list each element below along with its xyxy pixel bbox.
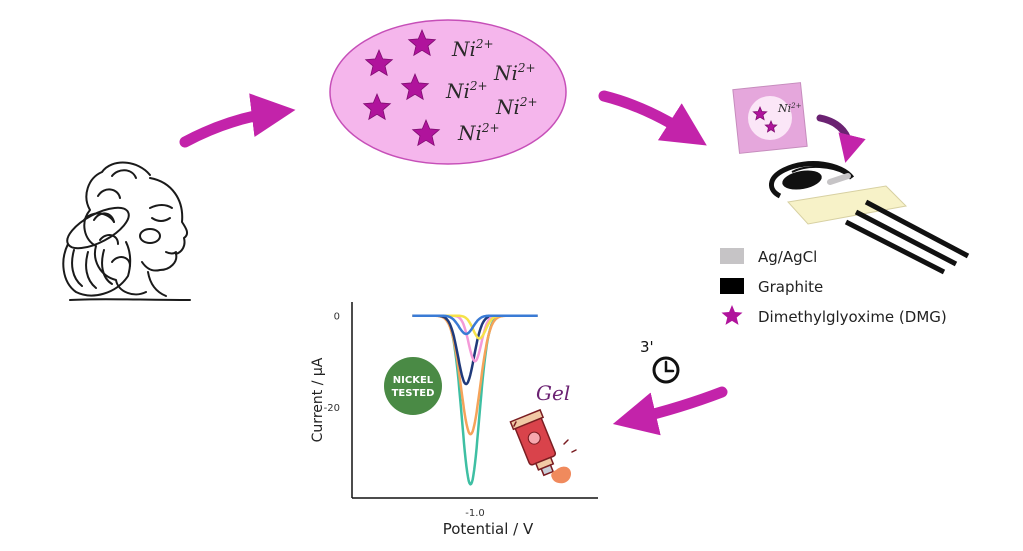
clock-icon bbox=[652, 356, 680, 384]
arrow-to-measurement bbox=[612, 386, 728, 436]
arrow-to-sample bbox=[179, 93, 296, 148]
dmg-star-icon bbox=[407, 28, 437, 57]
paper-dmg-star-icon bbox=[752, 105, 768, 121]
legend-star-icon bbox=[721, 305, 743, 325]
x-axis-title: Potential / V bbox=[443, 520, 534, 538]
woman-cream-illustration bbox=[62, 161, 191, 301]
gel-tube bbox=[509, 408, 557, 477]
dmg-star-icon bbox=[400, 72, 430, 101]
paper-dmg-star-icon bbox=[764, 119, 778, 133]
closed-eye bbox=[151, 217, 171, 222]
screen-printed-electrode bbox=[769, 161, 970, 275]
sample-ellipse-group: Ni2+Ni2+Ni2+Ni2+Ni2+ bbox=[329, 19, 567, 165]
badge-circle bbox=[384, 357, 442, 415]
sample-ellipse bbox=[329, 19, 567, 165]
hair-curls bbox=[93, 169, 137, 267]
electrode-substrate bbox=[787, 185, 908, 225]
contact-track-1 bbox=[844, 219, 946, 275]
y-tick-label: -20 bbox=[324, 403, 340, 414]
legend-swatch-graphite bbox=[720, 278, 744, 294]
contact-track-3 bbox=[864, 199, 970, 259]
timer: 3' bbox=[640, 338, 680, 384]
legend-label-ag-agcl: Ag/AgCl bbox=[758, 248, 817, 266]
y-tick-label: 0 bbox=[334, 312, 340, 323]
arrow-drop-sample bbox=[816, 114, 866, 163]
counter-electrode bbox=[769, 161, 855, 199]
clock-hands-icon bbox=[664, 360, 675, 373]
badge-line-2: TESTED bbox=[392, 388, 435, 399]
legend-label-dmg: Dimethylglyoxime (DMG) bbox=[758, 308, 947, 326]
gel-label: Gel bbox=[536, 381, 570, 405]
voltammogram-series-yellow bbox=[411, 314, 539, 340]
hair-outline bbox=[83, 161, 151, 296]
legend-label-graphite: Graphite bbox=[758, 278, 823, 296]
nickel-ion-label: Ni2+ bbox=[457, 121, 500, 145]
mouth bbox=[165, 251, 177, 255]
nickel-ion-label: Ni2+ bbox=[495, 95, 538, 119]
cream-jar bbox=[62, 206, 132, 297]
voltammogram-chart: Current / μA Potential / V 0 -20 -1.0 bbox=[310, 302, 598, 538]
gel-illustration: Gel bbox=[509, 381, 577, 484]
process-arrows bbox=[179, 90, 866, 436]
gel-drop bbox=[551, 466, 572, 484]
x-tick-label: -1.0 bbox=[465, 508, 485, 519]
contact-track-2 bbox=[854, 209, 958, 267]
legend-swatch-ag-agcl bbox=[720, 248, 744, 264]
dmg-star-icon bbox=[411, 118, 441, 147]
neck-shoulder bbox=[69, 271, 191, 301]
sensor-group: Ni2+ bbox=[732, 82, 970, 275]
legend: Ag/AgCl Graphite Dimethylglyoxime (DMG) bbox=[720, 248, 947, 326]
reference-electrode bbox=[827, 173, 851, 185]
paper-ion-label: Ni2+ bbox=[777, 102, 802, 115]
gel-sparkles bbox=[513, 421, 577, 453]
cream-dab bbox=[139, 228, 161, 244]
timer-label: 3' bbox=[640, 338, 654, 356]
y-axis-title: Current / μA bbox=[310, 357, 326, 442]
face-outline bbox=[141, 177, 189, 272]
voltammogram-series-blue bbox=[411, 314, 539, 336]
dmg-star-icon bbox=[364, 48, 394, 77]
nickel-ion-label: Ni2+ bbox=[445, 79, 488, 103]
eyebrow bbox=[149, 204, 173, 209]
nickel-ion-label: Ni2+ bbox=[451, 37, 494, 61]
badge-line-1: NICKEL bbox=[393, 375, 434, 386]
dmg-star-icon bbox=[362, 92, 392, 121]
arrow-to-sensor bbox=[598, 90, 707, 146]
working-electrode bbox=[782, 170, 822, 190]
nickel-tested-badge: NICKEL TESTED bbox=[384, 357, 442, 415]
counter-electrode-inner bbox=[791, 166, 847, 175]
filter-paper-spot bbox=[748, 96, 792, 140]
nickel-ion-label: Ni2+ bbox=[493, 61, 536, 85]
